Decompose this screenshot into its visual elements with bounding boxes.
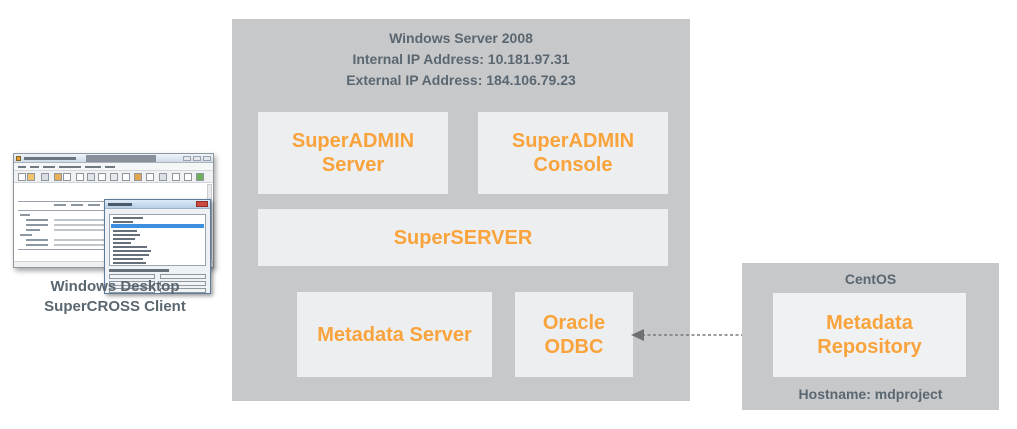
windows-server-header: Windows Server 2008 Internal IP Address:… xyxy=(232,19,690,91)
row-label xyxy=(20,234,32,236)
mini-window-title-text xyxy=(24,157,76,160)
table-values-row xyxy=(54,244,134,246)
list-item xyxy=(113,262,146,264)
mini-dialog-buttons xyxy=(109,274,206,293)
mini-window-table-area xyxy=(14,183,213,294)
centos-title: CentOS xyxy=(844,271,897,287)
list-item xyxy=(113,217,143,219)
row-label xyxy=(26,219,48,221)
mini-dialog-list xyxy=(109,214,206,266)
windows-server-title: Windows Server 2008 xyxy=(389,30,533,46)
component-superserver: SuperSERVER xyxy=(258,209,668,266)
list-item xyxy=(113,230,137,232)
column-header xyxy=(54,204,66,206)
row-label xyxy=(20,214,30,216)
maximize-icon xyxy=(193,156,201,161)
background-window-strip xyxy=(86,155,156,162)
table-line xyxy=(18,201,136,202)
row-label xyxy=(26,229,40,231)
windows-server-internal-ip: Internal IP Address: 10.181.97.31 xyxy=(352,51,570,67)
toolbar-icon xyxy=(110,173,118,181)
mini-window-menubar xyxy=(14,163,213,171)
windows-server-external-ip: External IP Address: 184.106.79.23 xyxy=(346,72,576,88)
client-caption: Windows Desktop SuperCROSS Client xyxy=(0,277,230,317)
toolbar-icon xyxy=(159,173,167,181)
dialog-button xyxy=(109,288,155,293)
list-item xyxy=(113,250,151,252)
table-values-row xyxy=(54,219,134,221)
toolbar-icon xyxy=(54,173,62,181)
list-item xyxy=(113,242,131,244)
toolbar-icon xyxy=(184,173,192,181)
row-label xyxy=(26,244,48,246)
dialog-button xyxy=(160,281,206,286)
menu-item xyxy=(43,166,55,168)
menu-item xyxy=(30,166,39,168)
centos-box: CentOS Metadata Repository Hostname: mdp… xyxy=(742,263,999,410)
mini-dialog-title-text xyxy=(108,203,132,206)
table-values-row xyxy=(54,229,134,231)
arrowhead-left xyxy=(631,329,644,341)
minimize-icon xyxy=(183,156,191,161)
row-label xyxy=(26,224,48,226)
list-item xyxy=(113,254,149,256)
dialog-button xyxy=(160,288,206,293)
centos-hostname: Hostname: mdproject xyxy=(798,386,943,402)
mini-window-toolbar xyxy=(14,171,213,183)
windows-server-box: Windows Server 2008 Internal IP Address:… xyxy=(232,19,690,401)
client-caption-line2: SuperCROSS Client xyxy=(44,298,186,315)
component-superadmin-server: SuperADMIN Server xyxy=(258,112,448,194)
selected-list-item xyxy=(111,224,204,228)
mini-window-titlebar xyxy=(14,154,213,163)
table-values-row xyxy=(54,224,134,226)
component-superadmin-console: SuperADMIN Console xyxy=(478,112,668,194)
dialog-button xyxy=(160,274,206,279)
component-oracle-odbc: Oracle ODBC xyxy=(515,292,633,377)
mini-dialog-titlebar xyxy=(105,200,210,209)
client-caption-line1: Windows Desktop xyxy=(50,278,180,295)
toolbar-icon xyxy=(18,173,26,181)
close-icon xyxy=(196,201,208,207)
menu-item xyxy=(59,166,81,168)
toolbar-icon xyxy=(122,173,130,181)
column-header xyxy=(88,204,100,206)
menu-item xyxy=(85,166,101,168)
list-item xyxy=(113,221,133,223)
column-header xyxy=(71,204,83,206)
app-icon xyxy=(16,156,21,161)
toolbar-icon xyxy=(134,173,142,181)
toolbar-icon xyxy=(63,173,71,181)
toolbar-icon xyxy=(172,173,180,181)
toolbar-icon xyxy=(41,173,49,181)
component-metadata-server: Metadata Server xyxy=(297,292,492,377)
menu-item xyxy=(105,166,115,168)
list-item xyxy=(113,238,135,240)
row-label xyxy=(26,239,48,241)
dialog-button xyxy=(109,274,155,279)
toolbar-icon xyxy=(76,173,84,181)
component-metadata-repository: Metadata Repository xyxy=(773,293,966,377)
table-values-row xyxy=(54,239,134,241)
window-controls xyxy=(183,156,211,161)
close-icon xyxy=(203,156,211,161)
dialog-button xyxy=(109,281,155,286)
mini-dialog-checkbox-row xyxy=(109,269,169,272)
mini-dialog xyxy=(104,199,211,294)
list-item xyxy=(113,246,147,248)
menu-item xyxy=(18,166,26,168)
table-line xyxy=(18,210,136,211)
toolbar-icon xyxy=(98,173,106,181)
table-line xyxy=(18,249,136,250)
toolbar-icon xyxy=(146,173,154,181)
toolbar-icon xyxy=(27,173,35,181)
list-item xyxy=(113,258,143,260)
supercross-client-screenshot xyxy=(13,153,214,294)
toolbar-icon xyxy=(196,173,204,181)
list-item xyxy=(113,234,140,236)
toolbar-icon xyxy=(87,173,95,181)
